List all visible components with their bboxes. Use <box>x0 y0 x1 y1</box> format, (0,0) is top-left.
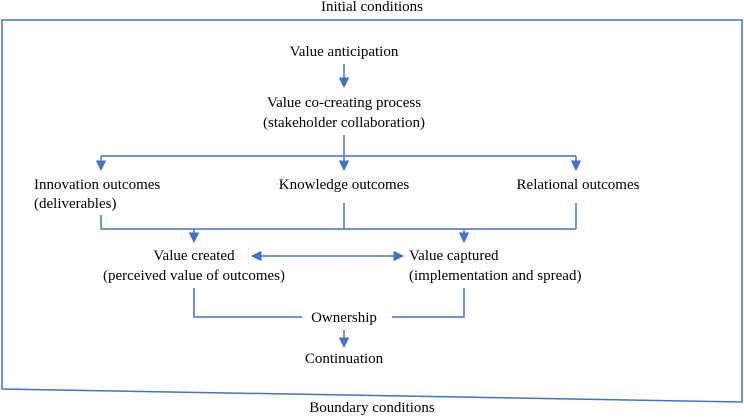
conditions-frame <box>1 19 743 403</box>
boundary-conditions-label: Boundary conditions <box>309 400 435 416</box>
value-captured-subtitle: (implementation and spread) <box>409 268 582 284</box>
ownership-label: Ownership <box>311 310 377 326</box>
knowledge-outcomes-label: Knowledge outcomes <box>278 177 410 193</box>
innovation-outcomes-title: Innovation outcomes <box>34 177 161 193</box>
initial-conditions-label: Initial conditions <box>320 0 424 15</box>
value-captured-to-ownership <box>392 288 465 318</box>
value-captured-title: Value captured <box>409 248 499 264</box>
value-created-title: Value created <box>153 248 235 264</box>
value-created-to-ownership <box>193 288 302 318</box>
value-anticipation-label: Value anticipation <box>289 44 399 60</box>
relational-outcomes-label: Relational outcomes <box>516 177 640 193</box>
co-creating-process-title: Value co-creating process <box>266 95 422 111</box>
co-creating-process-subtitle: (stakeholder collaboration) <box>262 115 426 131</box>
continuation-label: Continuation <box>304 351 384 367</box>
innovation-outcomes-subtitle: (deliverables) <box>34 196 117 212</box>
value-created-subtitle: (perceived value of outcomes) <box>103 268 285 284</box>
